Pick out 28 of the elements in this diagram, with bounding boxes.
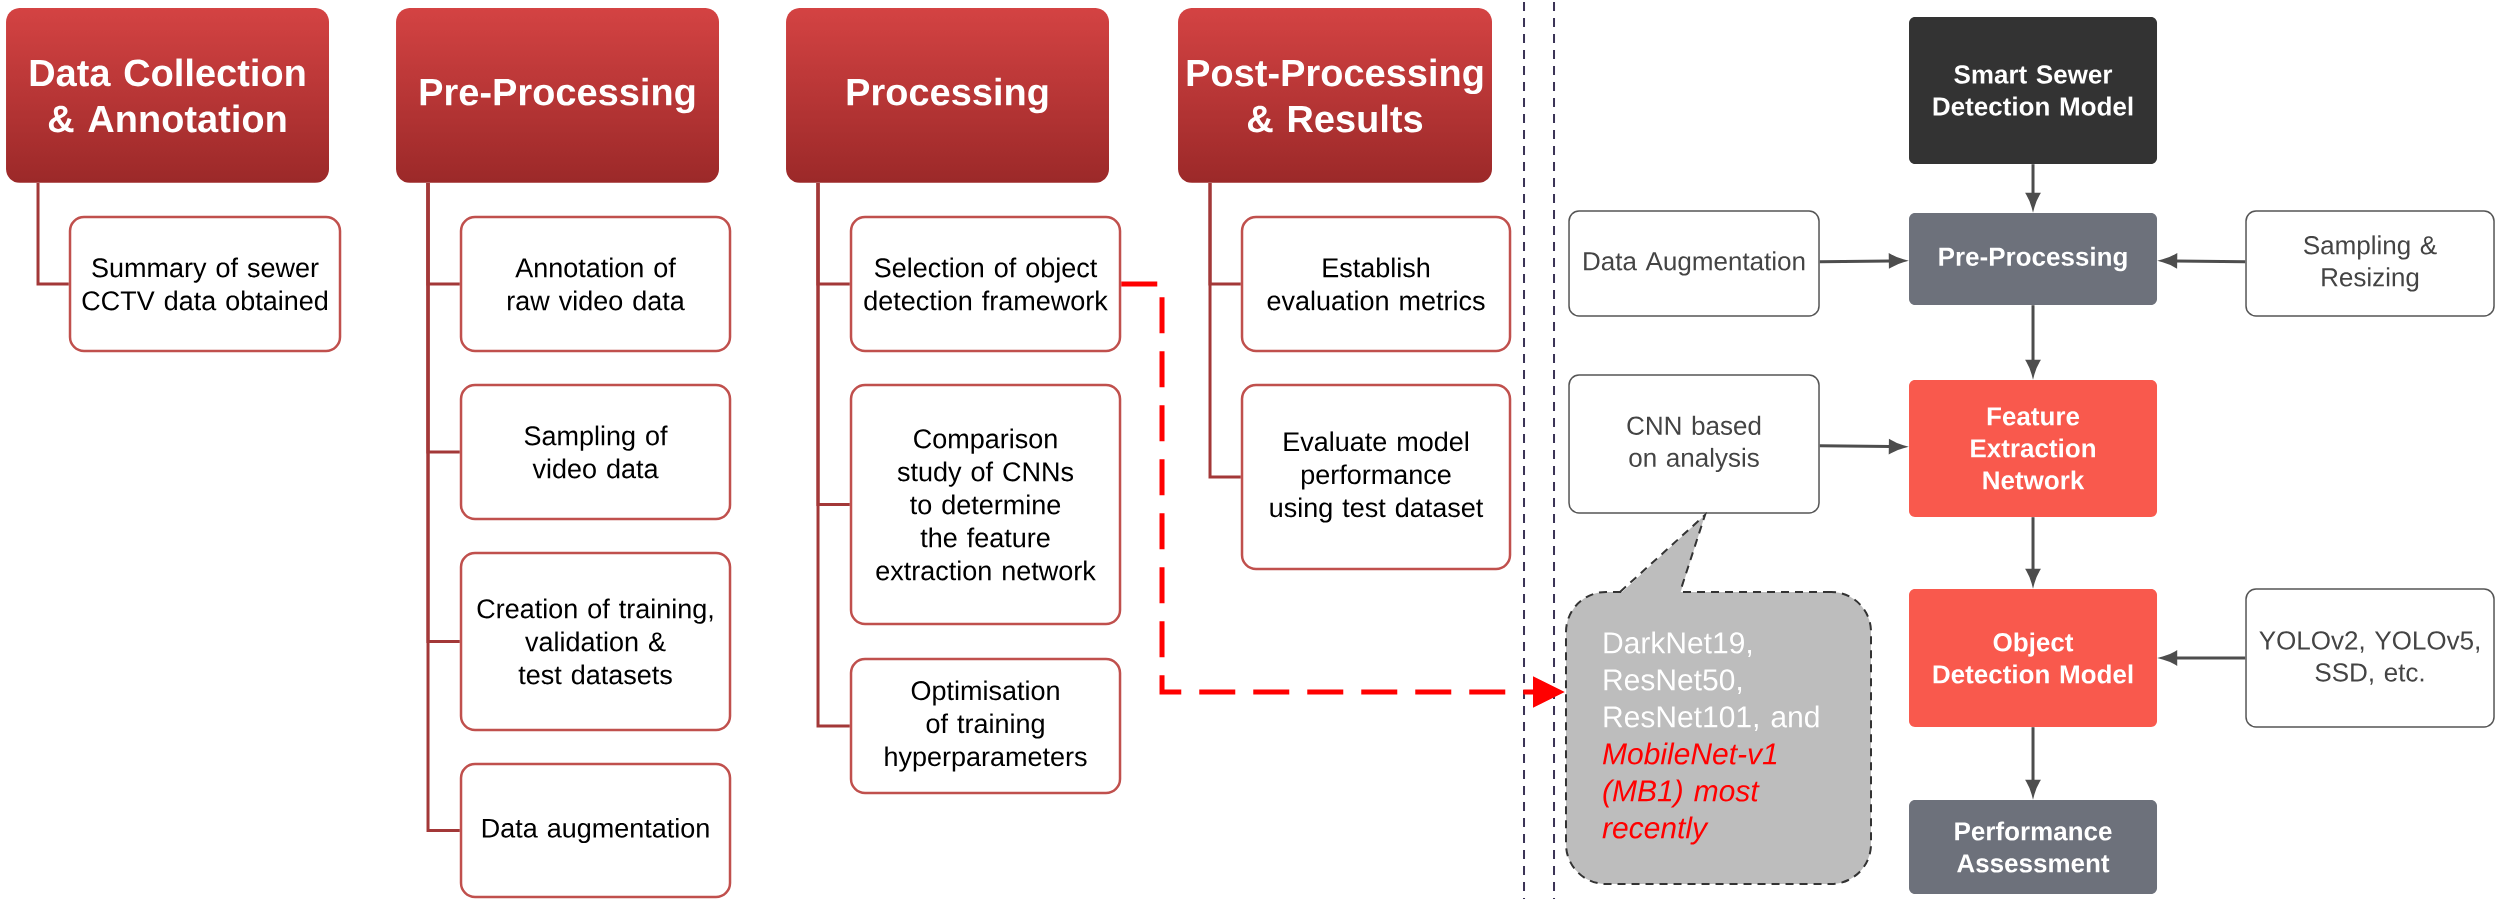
stage-header: Processing: [847, 77, 1048, 114]
process-box: Feature Extraction Network: [1909, 380, 2157, 517]
connector-line: [36, 183, 69, 286]
process-box: Performance Assessment: [1909, 800, 2157, 894]
input-box: CNN based on analysis: [1568, 374, 1820, 514]
input-box: Sampling & Resizing: [2245, 210, 2495, 317]
stage-header: Pre-Processing: [420, 77, 695, 114]
process-box: Pre-Processing: [1909, 213, 2157, 305]
task-box: Summary of sewer CCTV data obtained: [68, 215, 342, 353]
task-box: Sampling of video data: [459, 383, 732, 521]
task-box: Comparison study of CNNs to determine the feature extraction network: [849, 383, 1122, 626]
task-box: Data augmentation: [459, 762, 732, 899]
process-box: Smart Sewer Detection Model: [1909, 17, 2157, 164]
input-box: Data Augmentation: [1568, 210, 1820, 317]
task-box: Establish evaluation metrics: [1240, 215, 1512, 353]
connector-line: [1208, 183, 1241, 479]
task-box: Annotation of raw video data: [459, 215, 732, 353]
connector-line: [816, 183, 850, 728]
stage-header: Data Collection & Annotation: [30, 58, 305, 133]
input-box: YOLOv2, YOLOv5, SSD, etc.: [2245, 588, 2495, 728]
stage-header: Post-Processing & Results: [1187, 58, 1483, 133]
task-box: Selection of object detection framework: [849, 215, 1122, 353]
task-box: Optimisation of training hyperparameters: [849, 657, 1122, 795]
task-box: Creation of training, validation & test datasets: [459, 551, 732, 732]
callout-bubble: DarkNet19, ResNet50, ResNet101, and MobileNet-v1 (MB1) most recently: [1565, 511, 1872, 885]
connector-line: [426, 183, 460, 832]
task-box: Evaluate model performance using test dataset: [1240, 383, 1512, 571]
process-box: Object Detection Model: [1909, 589, 2157, 727]
